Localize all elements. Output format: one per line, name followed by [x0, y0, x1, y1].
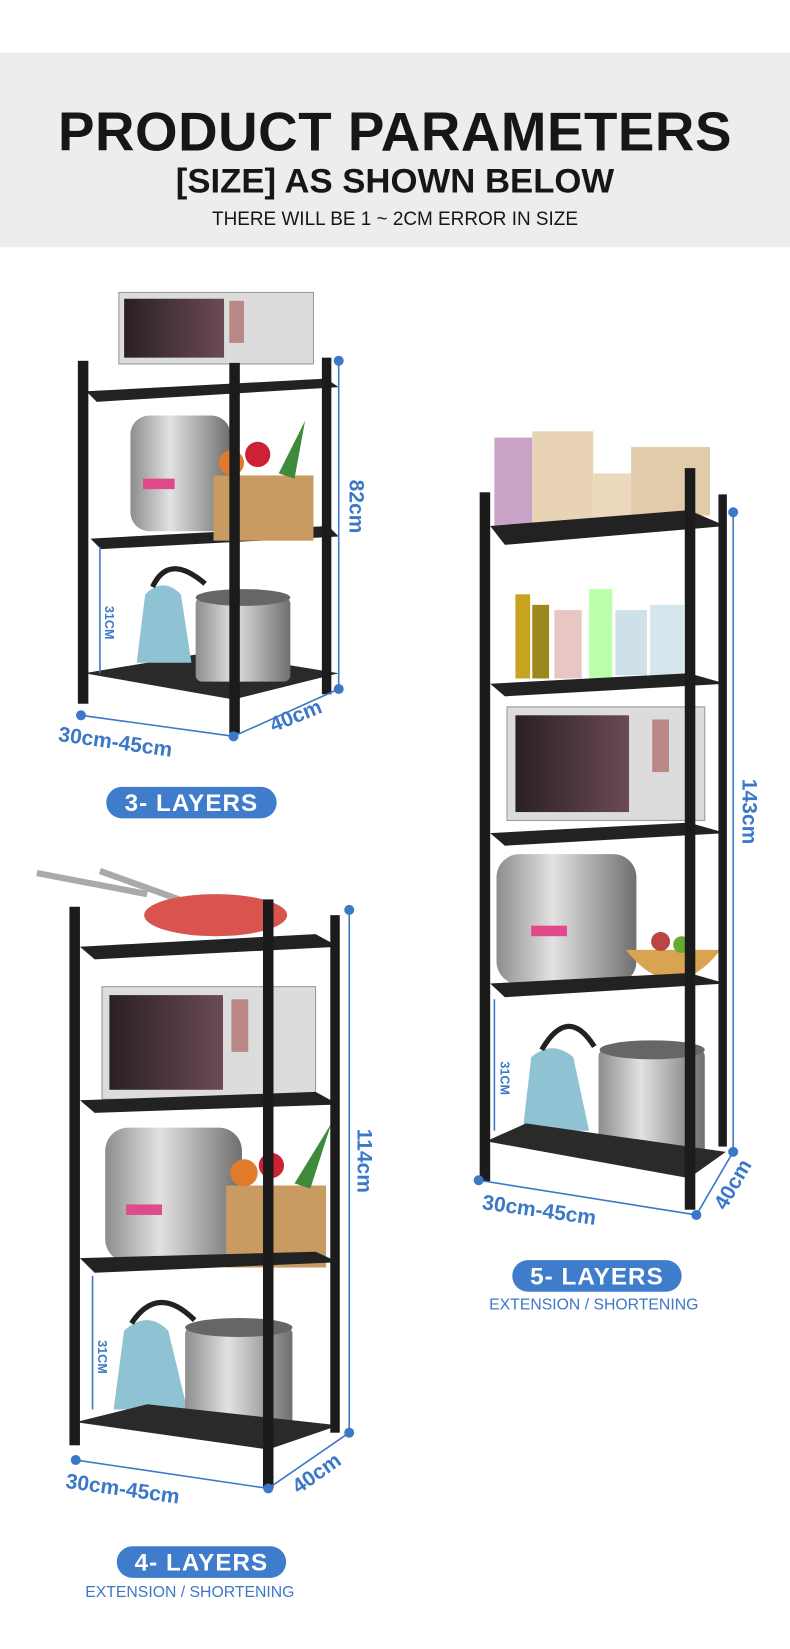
page-title: PRODUCT PARAMETERS [58, 102, 732, 164]
shelf-gap-label-5-layers: 31CM [497, 1061, 513, 1096]
shelf-gap-label-3-layers: 31CM [102, 605, 117, 640]
dimension-lines [473, 507, 739, 1220]
rack-4-layers [36, 868, 355, 1494]
rice-cooker [496, 854, 637, 985]
kettle [136, 566, 207, 663]
dimension-lines [70, 904, 355, 1494]
microwave [118, 291, 314, 365]
rice-cooker [130, 415, 231, 532]
bottles-and-jars [515, 589, 684, 679]
kettle [113, 1299, 197, 1410]
dimension-lines [75, 355, 344, 742]
height-label-3-layers: 82cm [344, 479, 368, 534]
layers-badge-5: 5- LAYERS [512, 1260, 682, 1292]
stock-pot [195, 589, 291, 682]
rack-3-layers [75, 291, 344, 742]
page-subtitle: [SIZE] AS SHOWN BELOW [175, 160, 615, 200]
extension-note-4-layers: EXTENSION / SHORTENING [85, 1583, 295, 1601]
fruit-bowl [625, 931, 721, 980]
size-error-note: THERE WILL BE 1 ~ 2CM ERROR IN SIZE [212, 208, 578, 230]
rice-cooker [105, 1127, 242, 1263]
kettle [522, 1023, 597, 1131]
stock-pot [598, 1040, 705, 1158]
shelf-gap-label-4-layers: 31CM [94, 1340, 110, 1374]
microwave [101, 986, 317, 1100]
storage-boxes [494, 431, 711, 526]
height-label-4-layers: 114cm [352, 1128, 376, 1193]
header-band [0, 52, 790, 248]
frying-pan [36, 868, 288, 937]
layers-badge-3: 3- LAYERS [106, 786, 277, 819]
microwave [506, 706, 706, 822]
grocery-bag [226, 1123, 332, 1268]
height-label-5-layers: 143cm [737, 778, 761, 845]
layers-badge-4: 4- LAYERS [116, 1546, 287, 1578]
rack-5-layers [473, 431, 739, 1220]
extension-note-5-layers: EXTENSION / SHORTENING [489, 1295, 699, 1314]
